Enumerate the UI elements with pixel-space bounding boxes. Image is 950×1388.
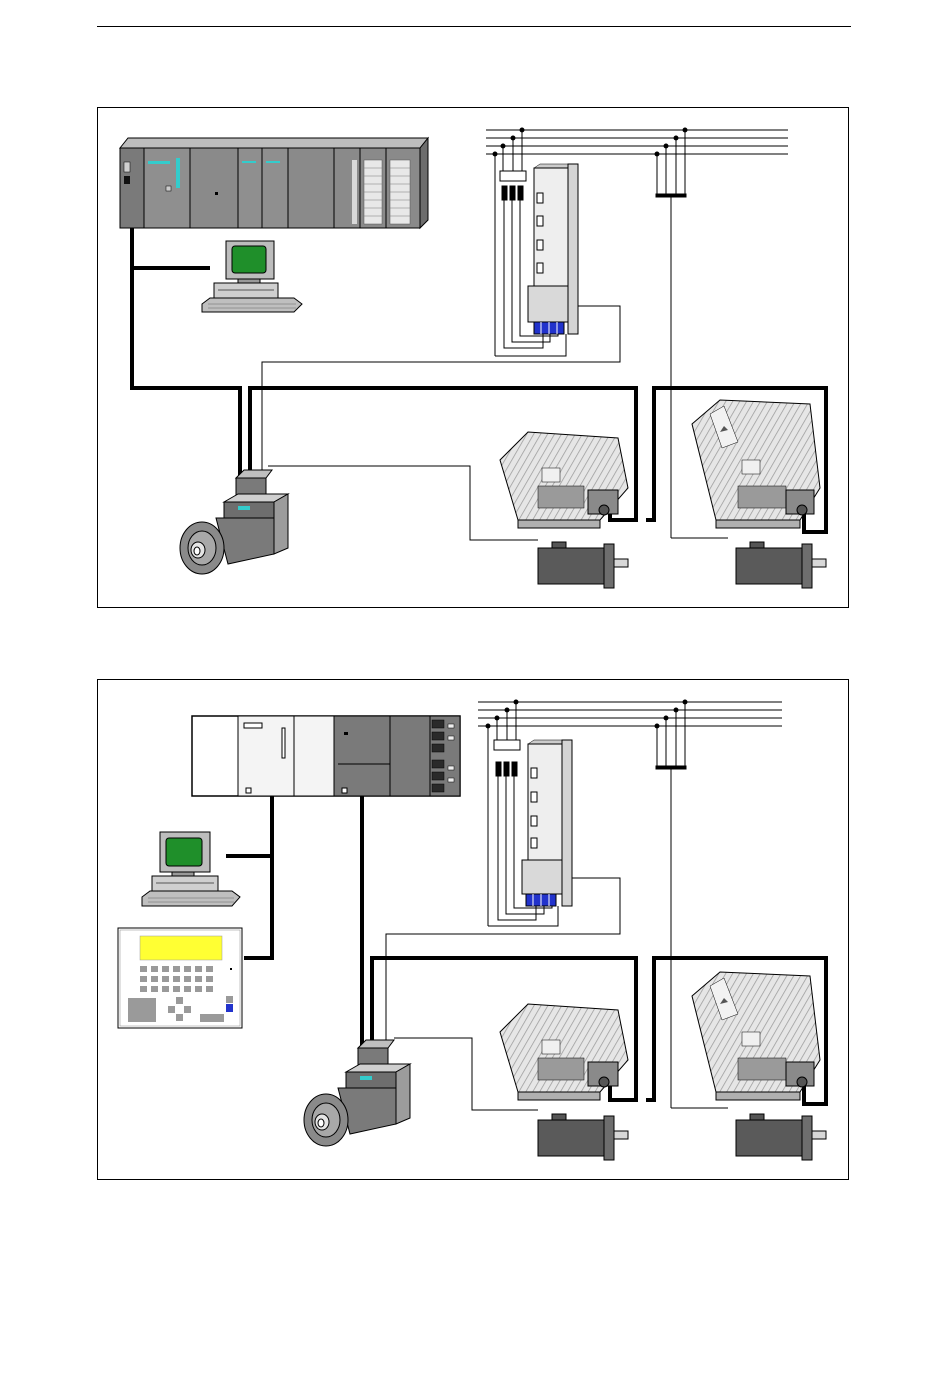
plc-io-module-1 <box>238 148 262 228</box>
pc-workstation <box>202 241 302 312</box>
power-module <box>522 740 572 906</box>
plc-digital-module-2 <box>360 148 386 228</box>
plc-power-supply-module <box>120 148 144 228</box>
plc-io-module-3 <box>288 148 334 228</box>
figure-bottom <box>97 679 849 1180</box>
feedback-cables <box>268 466 728 540</box>
figure-top <box>97 107 849 608</box>
pc-workstation <box>142 832 240 906</box>
power-module <box>528 164 578 334</box>
servo-motor-2 <box>736 542 826 588</box>
figure-bottom-diagram <box>98 680 848 1179</box>
servo-motor-2 <box>736 1114 826 1160</box>
plc-function-module <box>190 148 238 228</box>
plc-io-module-2 <box>262 148 288 228</box>
mains-wiring <box>386 776 620 1048</box>
servo-motor-1 <box>538 542 628 588</box>
drive-motor-unit <box>180 470 288 574</box>
servo-motor-1 <box>538 1114 628 1160</box>
page-header-rule <box>97 26 851 27</box>
plc-cpu-module <box>144 148 190 228</box>
compact-drive-1 <box>500 432 628 528</box>
compact-drive-2 <box>692 972 820 1100</box>
figure-top-diagram <box>98 108 848 607</box>
compact-drive-2 <box>692 400 820 528</box>
compact-drive-1 <box>500 1004 628 1100</box>
drive-motor-unit <box>304 1040 410 1146</box>
plc-digital-module-3 <box>386 148 420 228</box>
plc-digital-module-1 <box>334 148 360 228</box>
plc-rack <box>120 138 428 228</box>
control-unit <box>192 716 460 796</box>
operator-panel <box>118 928 242 1028</box>
